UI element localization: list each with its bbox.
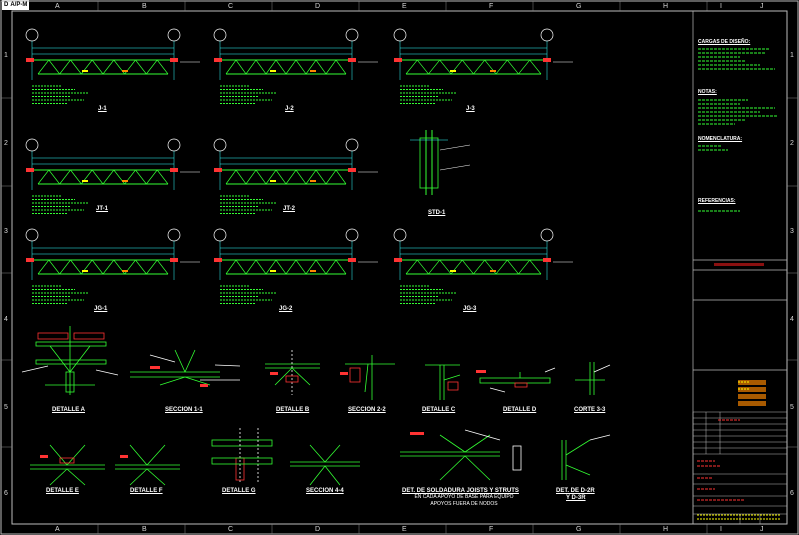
detail-drg-drawing bbox=[561, 434, 611, 480]
section-title-jg2: JG-2 bbox=[279, 306, 293, 312]
nomenclatura-heading: NOMENCLATURA: bbox=[698, 136, 743, 142]
sheet-tag-left: D bbox=[4, 2, 9, 8]
grid-col-label: I bbox=[720, 526, 722, 533]
grid-col-label: B bbox=[142, 3, 147, 10]
grid-col-label: F bbox=[489, 526, 494, 533]
grid-col-label: C bbox=[228, 526, 234, 533]
grid-row-label: 4 bbox=[4, 316, 8, 323]
joist-drawing bbox=[213, 228, 378, 304]
joist-drawing bbox=[25, 138, 200, 214]
right-panel bbox=[692, 10, 788, 525]
grid-col-label: C bbox=[228, 3, 234, 10]
detail-title-section-1-1: SECCION 1-1 bbox=[165, 407, 203, 413]
detail-f-drawing bbox=[115, 444, 180, 486]
grid-row-label: 6 bbox=[4, 490, 8, 497]
grid-row-label: 3 bbox=[790, 228, 794, 235]
detail-annotations bbox=[40, 366, 486, 458]
detail-b-drawing bbox=[265, 350, 320, 395]
joist-drawing bbox=[393, 228, 573, 304]
detail-title-section-2-2: SECCION 2-2 bbox=[348, 407, 386, 413]
detail-g-drawing bbox=[211, 428, 273, 482]
grid-col-label: H bbox=[663, 526, 669, 533]
grid-col-label: I bbox=[720, 3, 722, 10]
section-4-4-drawing bbox=[290, 444, 360, 486]
grid-row-label: 1 bbox=[4, 52, 8, 59]
grid-row-label: 5 bbox=[4, 404, 8, 411]
joist-drawing bbox=[213, 138, 378, 214]
section-title-jt2: JT-2 bbox=[283, 206, 296, 212]
detail-title-f: DETALLE F bbox=[130, 488, 163, 494]
grid-col-label: J bbox=[760, 3, 764, 10]
section-title-j3: J-3 bbox=[466, 106, 475, 112]
sheet-tag: D A/P-M bbox=[2, 0, 30, 10]
section-title-jg1: JG-1 bbox=[94, 306, 108, 312]
grid-row-label: 3 bbox=[4, 228, 8, 235]
grid-col-label: H bbox=[663, 3, 669, 10]
grid-col-label: G bbox=[576, 526, 582, 533]
grid-col-label: D bbox=[315, 3, 321, 10]
detail-title-c: DETALLE C bbox=[422, 407, 456, 413]
detail-e-drawing bbox=[30, 444, 105, 486]
joist-drawing bbox=[25, 228, 200, 304]
corte-3-3-drawing bbox=[575, 362, 611, 395]
detail-drg-title-2: Y D-3R bbox=[566, 495, 586, 501]
detail-title-e: DETALLE E bbox=[46, 488, 79, 494]
joist-drawing bbox=[393, 28, 573, 104]
grid-row-label: 1 bbox=[790, 52, 794, 59]
section-2-2-drawing bbox=[345, 355, 395, 400]
detail-title-a: DETALLE A bbox=[52, 407, 85, 413]
detail-drg-title: DET. DE D-2R bbox=[556, 488, 595, 494]
joist-drawing bbox=[25, 28, 200, 104]
section-1-1-drawing bbox=[130, 349, 241, 386]
grid-col-label: A bbox=[55, 526, 60, 533]
sheet-tag-right: A/P-M bbox=[10, 2, 28, 8]
detail-title-section-4-4: SECCION 4-4 bbox=[306, 488, 344, 494]
detail-d-drawing bbox=[479, 367, 556, 393]
referencias-heading: REFERENCIAS: bbox=[698, 198, 736, 204]
detail-c-drawing bbox=[425, 364, 461, 400]
detail-title-corte-3-3: CORTE 3-3 bbox=[574, 407, 606, 413]
grid-col-label: F bbox=[489, 3, 494, 10]
cargas-heading: CARGAS DE DISEÑO: bbox=[698, 39, 751, 45]
detail-ej-line2: EN CADA APOYO DE BASE PARA EQUIPO bbox=[414, 494, 514, 500]
grid-col-label: A bbox=[55, 3, 60, 10]
joist-drawing bbox=[410, 130, 471, 195]
section-title-j1: J-1 bbox=[98, 106, 107, 112]
title-header-red bbox=[714, 263, 764, 266]
joist-elevations bbox=[25, 28, 573, 304]
grid-col-label: B bbox=[142, 526, 147, 533]
detail-ej-drawing bbox=[400, 429, 522, 481]
grid-row-label: 4 bbox=[790, 316, 794, 323]
joist-drawing bbox=[213, 28, 378, 104]
detail-title-g: DETALLE G bbox=[222, 488, 256, 494]
section-title-jt1: JT-1 bbox=[96, 206, 109, 212]
grid-col-label: E bbox=[402, 3, 407, 10]
detail-title-d: DETALLE D bbox=[503, 407, 537, 413]
inner-border bbox=[11, 10, 788, 525]
detail-title-b: DETALLE B bbox=[276, 407, 310, 413]
detail-ej-line3: APOYOS FUERA DE NODOS bbox=[430, 501, 498, 507]
grid-col-label: G bbox=[576, 3, 582, 10]
grid-col-label: D bbox=[315, 526, 321, 533]
grid-col-label: E bbox=[402, 526, 407, 533]
grid-row-label: 6 bbox=[790, 490, 794, 497]
grid-row-label: 2 bbox=[4, 140, 8, 147]
section-title-j2: J-2 bbox=[285, 106, 294, 112]
title-block bbox=[692, 411, 788, 525]
grid-row-label: 2 bbox=[790, 140, 794, 147]
grid-col-label: J bbox=[760, 526, 764, 533]
detail-a-drawing bbox=[21, 326, 119, 395]
orange-fills bbox=[738, 380, 766, 406]
section-title-jg3: JG-3 bbox=[463, 306, 477, 312]
section-title-std1: STD-1 bbox=[428, 210, 446, 216]
grid-row-label: 5 bbox=[790, 404, 794, 411]
notas-heading: NOTAS: bbox=[698, 89, 717, 95]
detail-ej-title: DET. DE SOLDADURA JOISTS Y STRUTS bbox=[402, 488, 519, 494]
